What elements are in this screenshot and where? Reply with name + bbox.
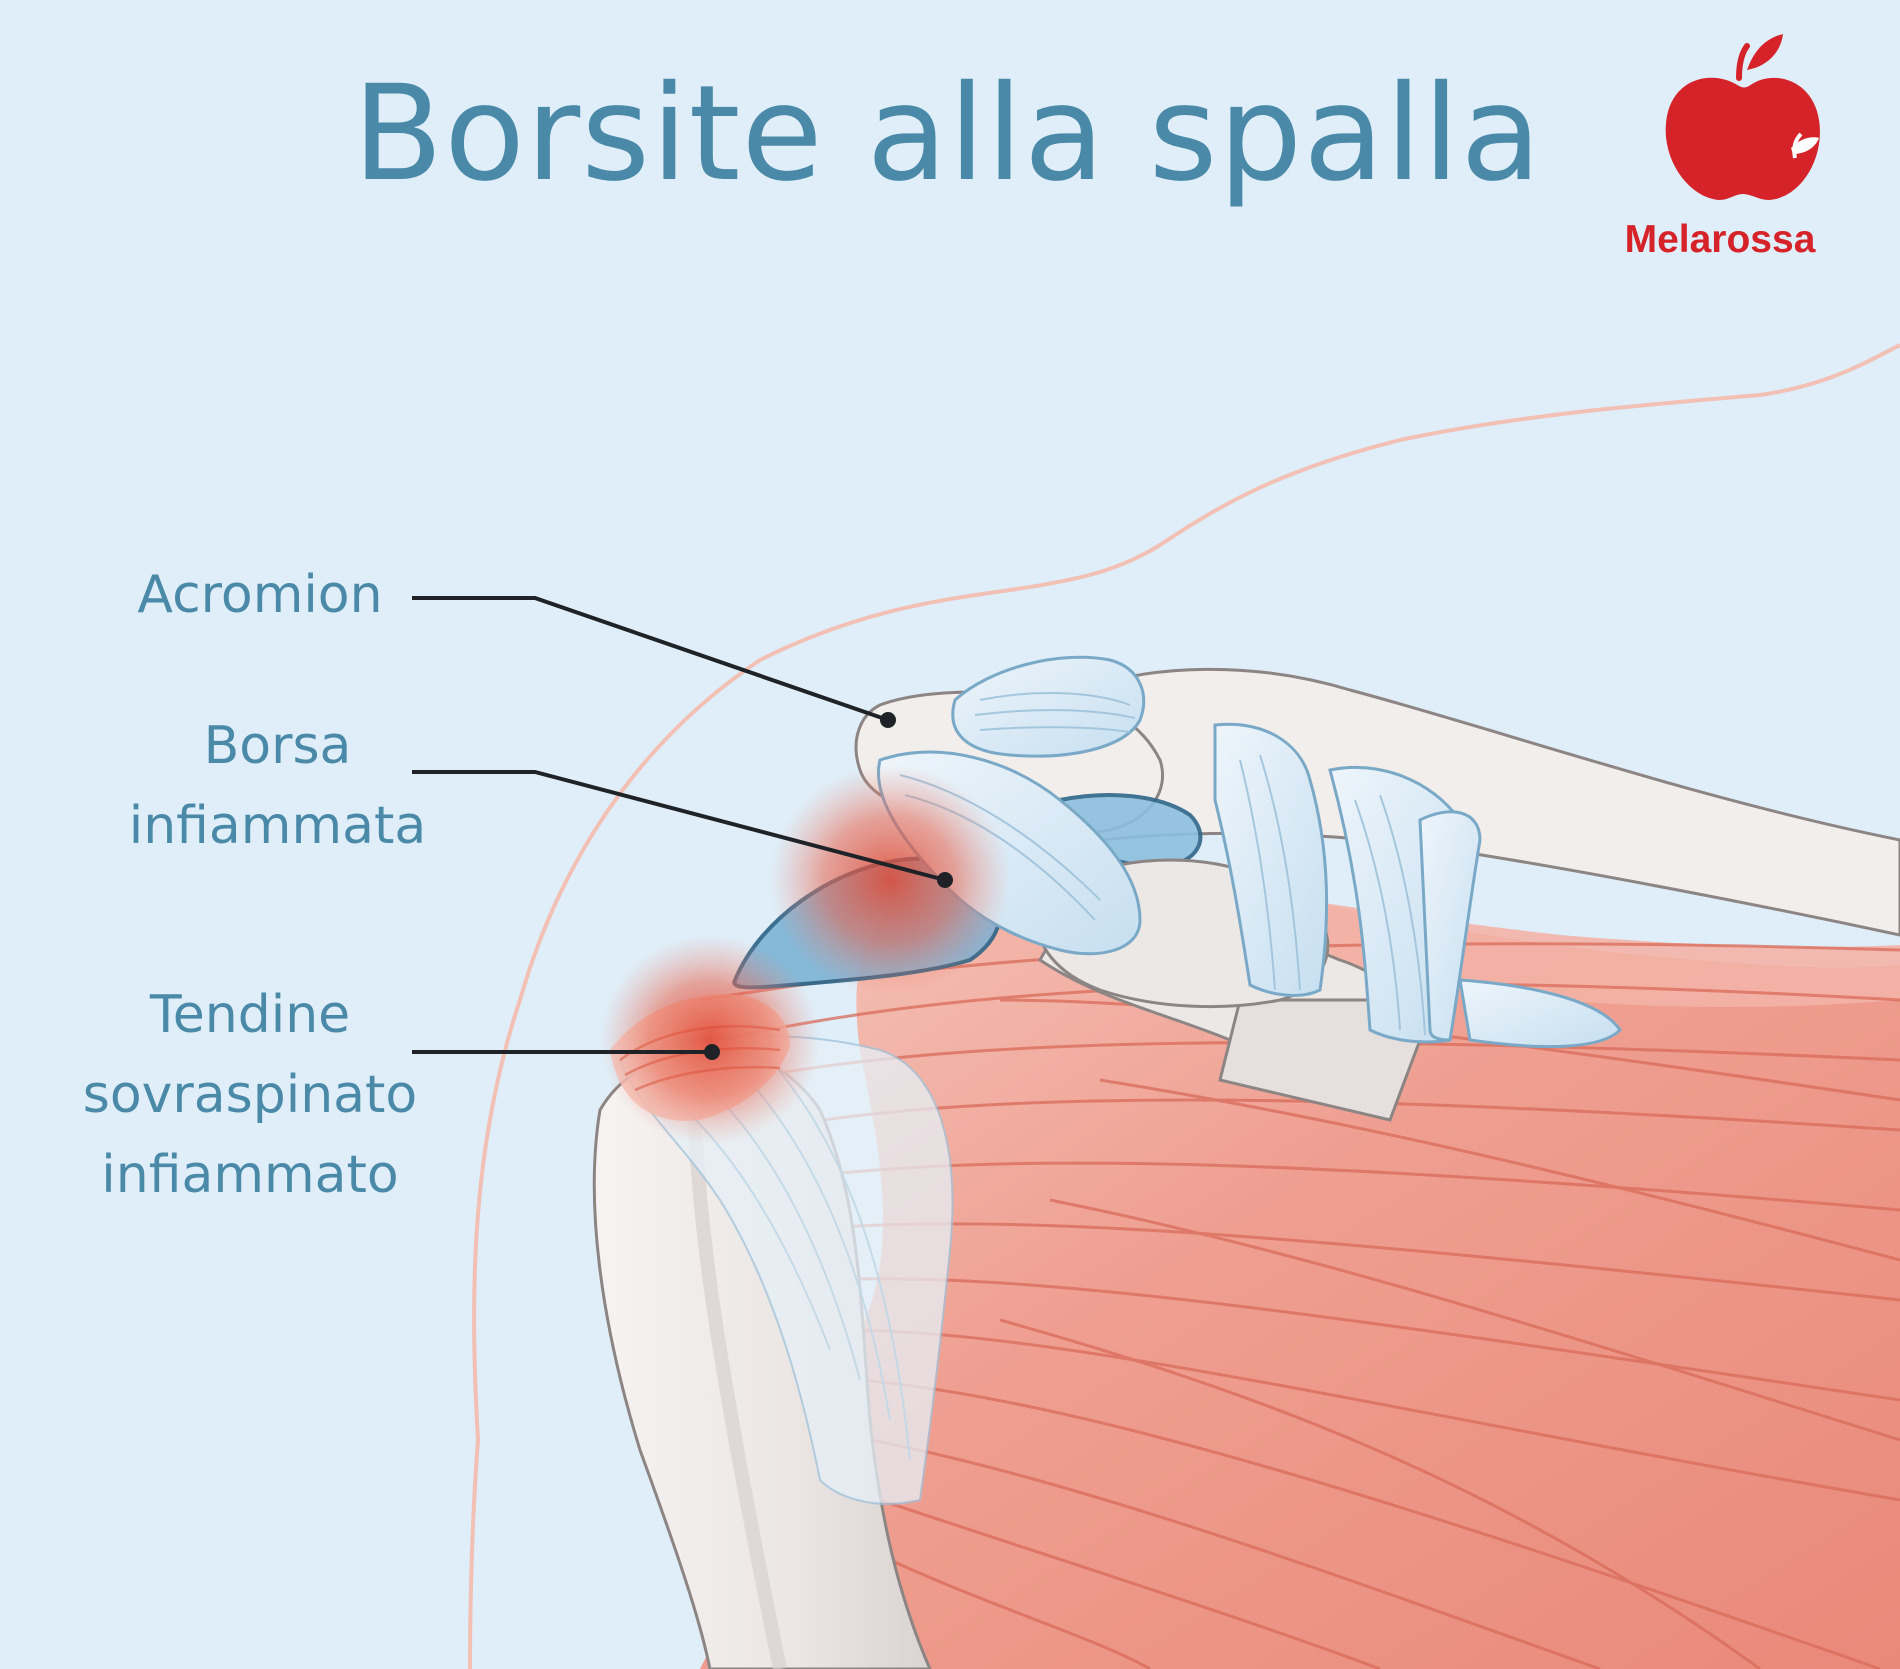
label-tendine-line-1: Tendine	[149, 985, 351, 1045]
marker-acromion	[880, 712, 896, 728]
label-tendine-line-2: sovraspinato	[82, 1065, 418, 1125]
page-title: Borsite alla spalla	[352, 57, 1543, 211]
tendon-lower-band	[1458, 978, 1622, 1049]
brand-name: Melarossa	[1624, 218, 1816, 261]
skin-contour	[468, 343, 1900, 1669]
muscle-fibers	[699, 942, 1900, 1669]
rotator-cuff-sheet	[618, 1035, 954, 1505]
leader-lines	[412, 596, 946, 1054]
label-borsa-line-1: Borsa	[203, 716, 352, 776]
leader-acromion	[412, 596, 889, 722]
label-acromion: Acromion	[90, 555, 430, 635]
marker-tendine	[704, 1044, 720, 1060]
label-tendine: Tendine sovraspinato infiammato	[70, 975, 430, 1215]
label-tendine-line-3: infiammato	[101, 1145, 399, 1205]
label-borsa-line-2: infiammata	[128, 796, 427, 856]
leader-borsa	[412, 770, 946, 882]
marker-borsa	[937, 872, 953, 888]
tendon-right-1	[1213, 722, 1329, 997]
humerus-shaft-line	[688, 1119, 787, 1669]
tendon-right-3	[1418, 810, 1482, 1042]
inflammation-tendon	[600, 935, 820, 1145]
label-acromion-line-1: Acromion	[137, 565, 383, 625]
tendons	[877, 655, 1622, 1049]
tendon-upper	[951, 655, 1146, 758]
muscle-mass	[640, 870, 1900, 1669]
label-borsa: Borsa infiammata	[100, 706, 455, 866]
apple-icon	[1665, 34, 1820, 200]
inflammation-bursa	[770, 765, 1010, 995]
